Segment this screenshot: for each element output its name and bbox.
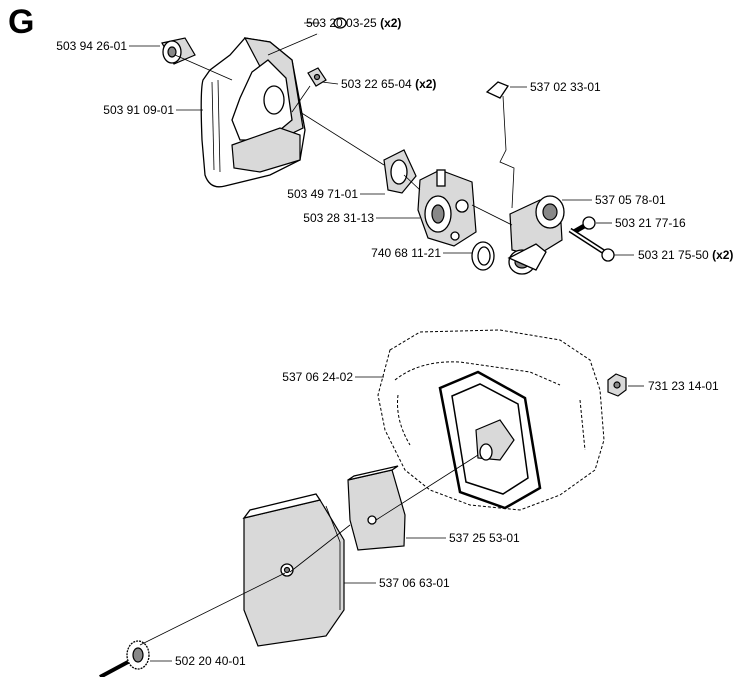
carburetor-drawing	[417, 169, 477, 247]
leader-lines	[129, 22, 644, 662]
part-number: 503 49 71-01	[287, 187, 358, 201]
part-number: 537 06 63-01	[379, 576, 450, 590]
part-number: 731 23 14-01	[648, 379, 719, 393]
filter-housing-drawing	[200, 37, 306, 188]
part-label-502-20-40-01: 502 20 40-01	[175, 654, 246, 668]
part-label-537-06-24-02: 537 06 24-02	[282, 370, 353, 384]
part-number: 503 91 09-01	[103, 103, 174, 117]
part-number: 503 21 77-16	[615, 216, 686, 230]
part-label-537-05-78-01: 537 05 78-01	[595, 193, 666, 207]
part-number: 503 22 65-04	[341, 77, 412, 91]
filter-cover-drawing	[242, 493, 345, 647]
part-label-503-94-26-01: 503 94 26-01	[56, 39, 127, 53]
long-screw-drawing	[568, 227, 615, 262]
part-label-537-02-33-01: 537 02 33-01	[530, 80, 601, 94]
quantity-marker: (x2)	[712, 248, 734, 262]
engine-outline-drawing	[377, 329, 605, 511]
part-number: 537 02 33-01	[530, 80, 601, 94]
part-label-503-91-09-01: 503 91 09-01	[103, 103, 174, 117]
part-label-503-49-71-01: 503 49 71-01	[287, 187, 358, 201]
filter-element-drawing	[347, 465, 406, 551]
o-ring-drawing	[471, 241, 495, 271]
part-number: 502 20 40-01	[175, 654, 246, 668]
screw-short-drawing	[570, 216, 596, 236]
part-number: 537 25 53-01	[449, 531, 520, 545]
part-label-503-20-03-25: 503 20 03-25 (x2)	[306, 16, 401, 30]
grommet-drawing	[161, 37, 196, 65]
part-number: 503 28 31-13	[303, 211, 374, 225]
quantity-marker: (x2)	[415, 77, 437, 91]
part-number: 503 20 03-25	[306, 16, 377, 30]
part-number: 537 05 78-01	[595, 193, 666, 207]
part-label-731-23-14-01: 731 23 14-01	[648, 379, 719, 393]
part-label-503-22-65-04: 503 22 65-04 (x2)	[341, 77, 436, 91]
part-number: 740 68 11-21	[371, 246, 441, 260]
part-label-740-68-11-21: 740 68 11-21	[371, 246, 441, 260]
filter-holder-drawing	[438, 370, 542, 510]
section-letter: G	[8, 3, 35, 41]
intake-adapter-drawing	[507, 195, 565, 275]
part-label-503-21-77-16: 503 21 77-16	[615, 216, 686, 230]
part-label-503-21-75-50: 503 21 75-50 (x2)	[638, 248, 733, 262]
knob-drawing	[99, 640, 150, 677]
screw-top-drawing	[317, 17, 347, 36]
quantity-marker: (x2)	[380, 16, 402, 30]
part-number: 503 21 75-50	[638, 248, 709, 262]
part-number: 503 94 26-01	[56, 39, 127, 53]
part-label-537-06-63-01: 537 06 63-01	[379, 576, 450, 590]
hex-nut-drawing	[607, 373, 627, 397]
square-nut-drawing	[307, 67, 327, 87]
part-number: 537 06 24-02	[282, 370, 353, 384]
part-label-537-25-53-01: 537 25 53-01	[449, 531, 520, 545]
part-label-503-28-31-13: 503 28 31-13	[303, 211, 374, 225]
gasket-drawing	[383, 149, 417, 194]
throttle-wire-drawing	[485, 81, 515, 209]
